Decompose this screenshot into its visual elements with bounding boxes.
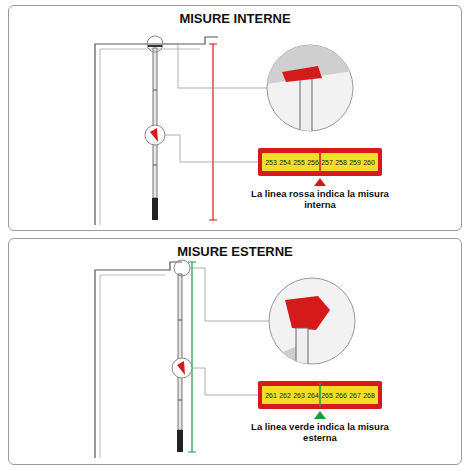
tape-number: 259 bbox=[348, 159, 362, 166]
tape-scale: 253254255256257258259260 bbox=[264, 156, 376, 168]
tape-number: 265 bbox=[320, 392, 334, 399]
tape-number: 254 bbox=[278, 159, 292, 166]
panel-title: MISURE INTERNE bbox=[9, 11, 461, 26]
tape-number: 260 bbox=[362, 159, 376, 166]
tape-number: 257 bbox=[320, 159, 334, 166]
tape-number: 258 bbox=[334, 159, 348, 166]
tape-scale: 261262263264265266267268 bbox=[264, 389, 376, 401]
panel-title: MISURE ESTERNE bbox=[9, 244, 461, 259]
caption-note: La linea verde indica la misura esterna bbox=[250, 421, 390, 443]
tape-number: 255 bbox=[292, 159, 306, 166]
tape-number: 262 bbox=[278, 392, 292, 399]
tape-number: 256 bbox=[306, 159, 320, 166]
tape-number: 261 bbox=[264, 392, 278, 399]
measure-panel: MISURE ESTERNE bbox=[8, 238, 462, 465]
tape-number: 266 bbox=[334, 392, 348, 399]
measure-panel: MISURE INTERNE bbox=[8, 5, 462, 231]
tape-number: 264 bbox=[306, 392, 320, 399]
tape-number: 263 bbox=[292, 392, 306, 399]
tape-number: 268 bbox=[362, 392, 376, 399]
tape-number: 253 bbox=[264, 159, 278, 166]
tape-number: 267 bbox=[348, 392, 362, 399]
caption-note: La linea rossa indica la misura interna bbox=[250, 188, 390, 210]
